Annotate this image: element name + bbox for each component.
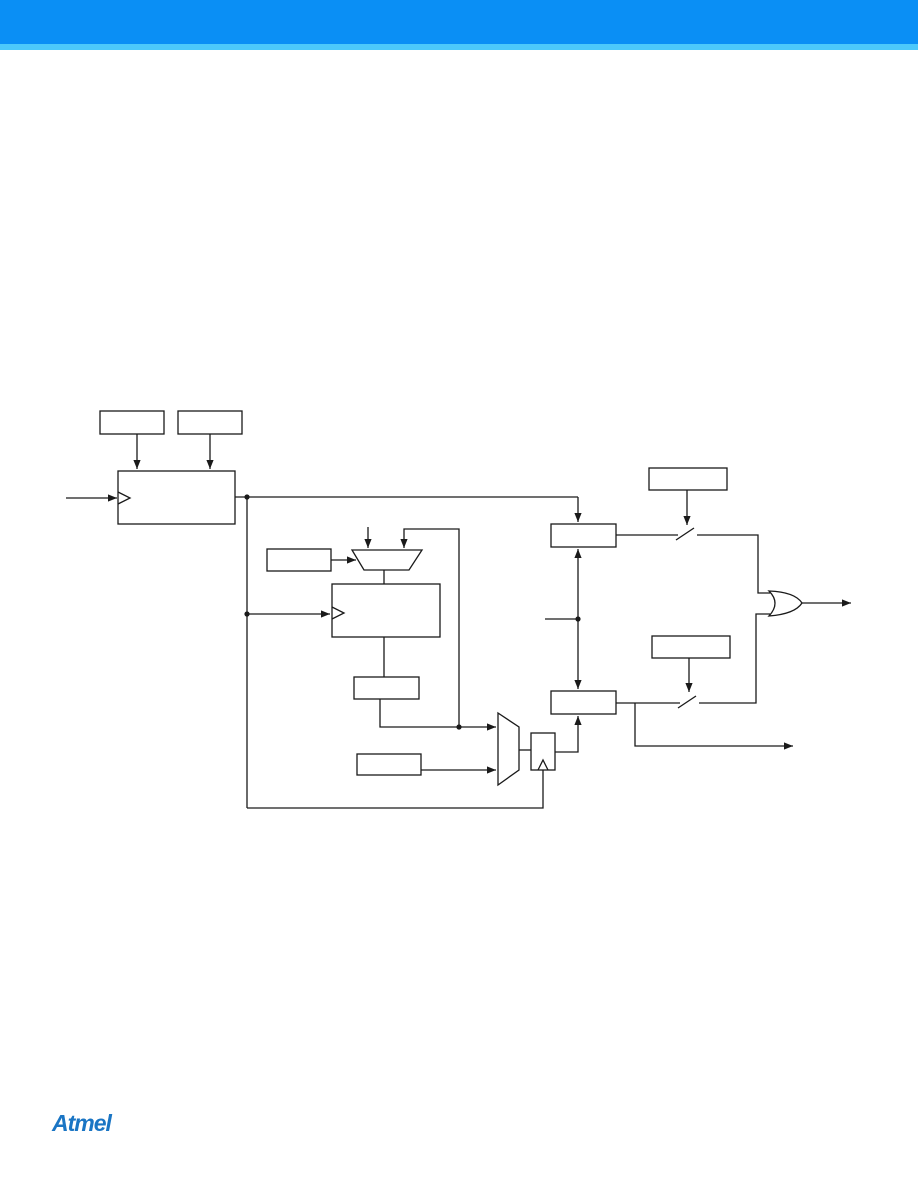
junction-feedback [456,724,462,730]
wire-upper-switch-to-gate [697,534,770,594]
upper-switch-control-box [648,467,728,491]
atmel-logo: Atmel [52,1110,112,1136]
lower-mux-trapezoid [497,711,520,787]
counter-block [117,470,236,525]
wire-buffer-to-lower-mux [379,699,496,731]
upper-comparator-box [550,523,617,548]
lower-switch-blade [677,695,697,709]
junction-counter-output [244,494,250,500]
top-right-register-box [177,410,243,435]
junction-bus-branch [244,611,250,617]
second-counter-block [331,583,441,638]
top-left-register-box [99,410,165,435]
lower-switch-control-box [651,635,731,659]
or-gate [767,590,803,617]
wire-lower-switch-to-gate [699,613,770,704]
wire-feedback-to-mux [400,528,460,727]
lower-comparator-box [550,690,617,715]
second-counter-clock-triangle [331,606,346,620]
wire-bus-to-latch-clock [247,770,544,809]
mux-select-register-box [266,548,332,572]
buffer-register-box [353,676,420,700]
header-accent-rule [0,44,918,50]
counter-clock-triangle [117,491,132,505]
upper-switch-blade [675,527,695,541]
upper-mux-trapezoid [350,549,424,571]
latch-clock-triangle [537,758,549,771]
lower-mux-select-box [356,753,422,776]
junction-shared-input [575,616,581,622]
header-bar [0,0,918,44]
wire-latch-to-lower-comparator [555,716,582,753]
latch-box [530,732,556,771]
wire-lower-comparator-branch [634,703,793,750]
